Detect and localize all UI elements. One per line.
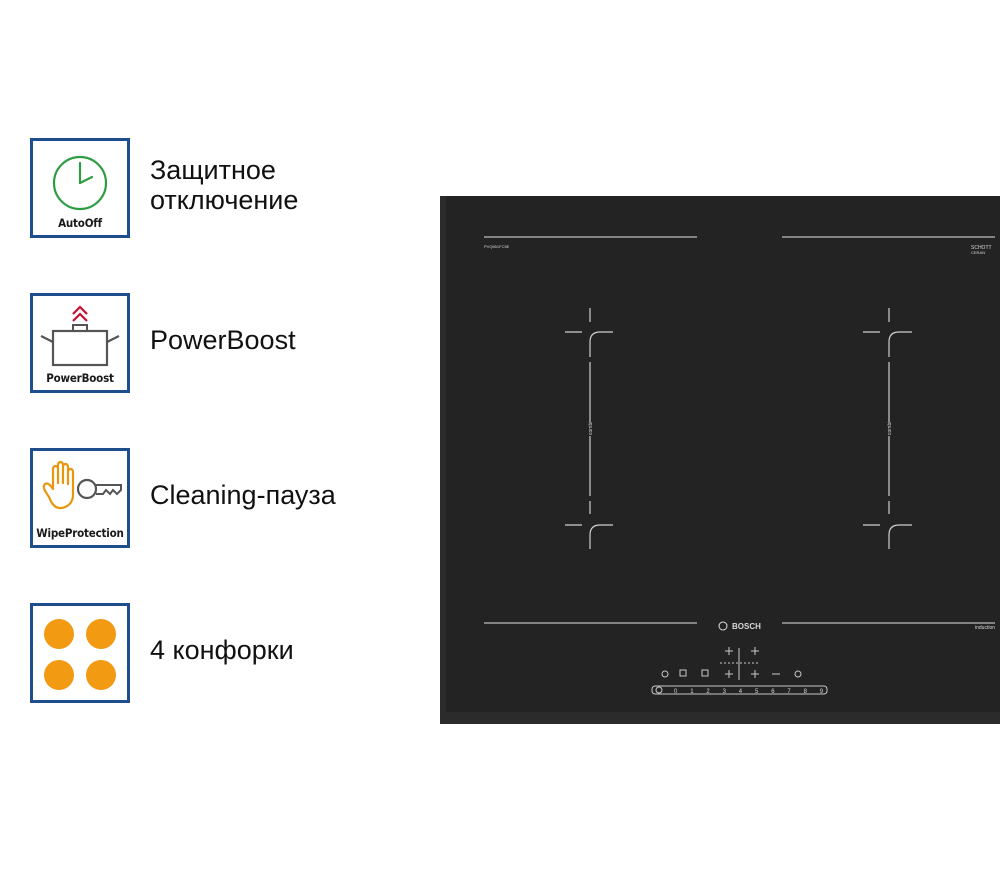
- brand-label: BOSCH: [732, 622, 761, 631]
- induction-label: induction: [975, 625, 995, 631]
- wipeprotection-badge-label: WipeProtection: [36, 526, 124, 540]
- power-level-3: 3: [723, 689, 727, 695]
- power-scale: 0 1 2 3 4 5 6 7 8 9: [674, 689, 824, 695]
- schott-label: SCHOTT: [971, 245, 992, 251]
- right-combi-label: combi: [887, 422, 893, 435]
- hob-model-label: PVQ651FC5E: [484, 244, 510, 249]
- autooff-text: Защитное отключение: [150, 155, 299, 215]
- power-level-7: 7: [787, 689, 791, 695]
- powerboost-badge: PowerBoost: [30, 293, 130, 393]
- wipeprotection-badge: WipeProtection: [30, 448, 130, 548]
- autooff-badge-label: AutoOff: [58, 216, 102, 230]
- power-level-0: 0: [674, 689, 678, 695]
- feature-powerboost: PowerBoost PowerBoost: [30, 293, 450, 393]
- feature-wipeprotection: WipeProtection Cleaning-пауза: [30, 448, 450, 548]
- left-combi-zone: [565, 308, 613, 549]
- hob-markings: PVQ651FC5E SCHOTT CERAN combi combi: [484, 236, 995, 695]
- feature-autooff: AutoOff Защитное отключение: [30, 138, 450, 238]
- left-combi-label: combi: [588, 422, 594, 435]
- power-level-6: 6: [771, 689, 775, 695]
- powerboost-text: PowerBoost: [150, 325, 296, 355]
- hob-glass: [446, 196, 1000, 712]
- control-panel: [651, 647, 828, 695]
- induction-hob-image: PVQ651FC5E SCHOTT CERAN combi combi: [440, 196, 1000, 724]
- pot-boost-icon: [40, 305, 120, 367]
- power-level-1: 1: [690, 689, 694, 695]
- four-burners-icon: [44, 619, 116, 690]
- power-level-2: 2: [706, 689, 710, 695]
- ceran-label: CERAN: [971, 250, 985, 255]
- feature-four-burners: 4 конфорки: [30, 603, 450, 703]
- wipeprotection-text: Cleaning-пауза: [150, 480, 336, 510]
- power-level-8: 8: [804, 689, 808, 695]
- autooff-badge: AutoOff: [30, 138, 130, 238]
- power-level-9: 9: [820, 689, 824, 695]
- power-level-5: 5: [755, 689, 759, 695]
- hand-key-icon: [42, 460, 122, 510]
- four-burners-text: 4 конфорки: [150, 635, 294, 665]
- four-burners-badge: [30, 603, 130, 703]
- right-combi-zone: [863, 308, 912, 549]
- powerboost-badge-label: PowerBoost: [46, 371, 114, 385]
- power-level-4: 4: [739, 689, 743, 695]
- clock-icon: [52, 155, 108, 211]
- bosch-logo-icon: [718, 621, 728, 631]
